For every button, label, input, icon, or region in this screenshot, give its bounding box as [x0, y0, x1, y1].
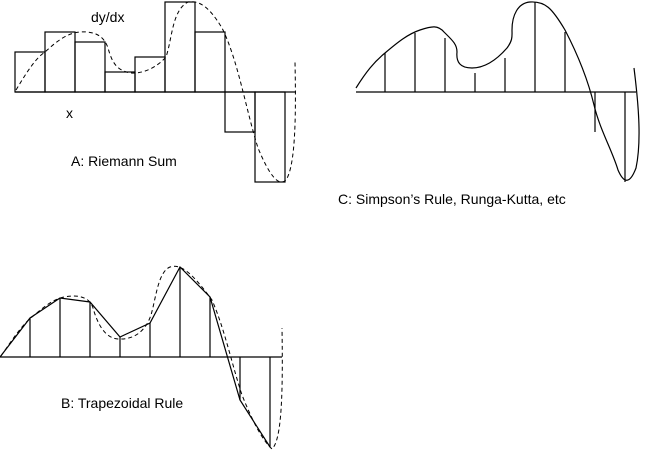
ordinate-lines [29, 267, 271, 447]
x-label: x [66, 105, 73, 121]
panel-a-caption: A: Riemann Sum [71, 153, 177, 169]
function-curve [355, 1, 640, 181]
trapezoid-tops [0, 266, 271, 448]
function-curve [0, 265, 283, 450]
panel-c-caption: C: Simpson’s Rule, Runga-Kutta, etc [338, 191, 566, 207]
function-curve [15, 1, 296, 183]
panel-riemann-sum: dy/dx x A: Riemann Sum [14, 1, 296, 183]
panel-b-caption: B: Trapezoidal Rule [61, 395, 183, 411]
dydx-label: dy/dx [91, 9, 124, 25]
panel-simpsons-rule: C: Simpson’s Rule, Runga-Kutta, etc [338, 1, 640, 207]
panel-trapezoidal-rule: B: Trapezoidal Rule [0, 265, 283, 450]
ordinate-lines [384, 2, 626, 182]
